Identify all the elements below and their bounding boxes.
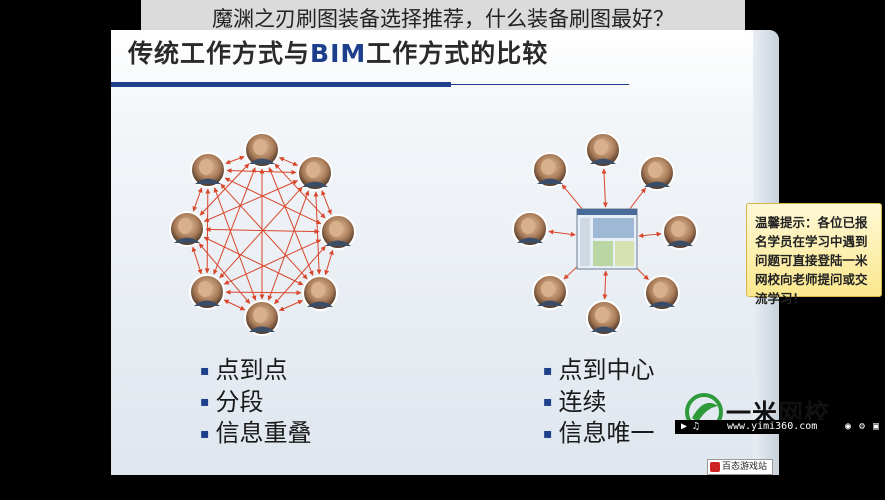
site-badge: 百态游戏站 <box>707 459 773 475</box>
hub-nodes <box>512 132 698 336</box>
page-caption: 魔渊之刃刷图装备选择推荐，什么装备刷图最好？ <box>141 0 745 38</box>
left-bullet-list: 点到点 分段 信息重叠 <box>200 355 312 450</box>
person-node <box>532 274 568 310</box>
hub-link-line <box>548 229 576 237</box>
badge-icon <box>710 462 720 472</box>
person-node <box>512 211 548 247</box>
settings-icon[interactable]: ⚙ <box>859 421 866 432</box>
right-bullet-3: 信息唯一 <box>543 418 655 450</box>
person-node <box>244 300 280 336</box>
person-node <box>189 274 225 310</box>
link-line <box>267 190 310 301</box>
link-line <box>321 190 332 215</box>
person-node <box>644 275 680 311</box>
link-line <box>223 299 246 311</box>
peer-nodes <box>169 132 356 336</box>
title-part-1: 传统工作方式与 <box>128 39 311 68</box>
volume-icon[interactable]: ♫ <box>693 421 700 432</box>
logo-url: www.yimi360.com <box>727 421 818 432</box>
person-node <box>244 132 280 168</box>
fullscreen-icon[interactable]: ▣ <box>873 421 880 432</box>
title-underline <box>111 82 451 87</box>
slide-title: 传统工作方式与BIM工作方式的比较 <box>128 34 548 70</box>
url-bar: ▶ ♫ www.yimi360.com ◉ ⚙ ▣ <box>675 420 885 434</box>
person-node <box>639 155 675 191</box>
person-node <box>532 152 568 188</box>
camera-icon[interactable]: ◉ <box>845 421 852 432</box>
title-part-2: 工作方式的比较 <box>366 39 549 68</box>
link-line <box>278 300 304 311</box>
person-node <box>302 275 338 311</box>
title-part-bim: BIM <box>310 39 367 68</box>
right-bullet-list: 点到中心 连续 信息唯一 <box>543 355 655 450</box>
person-node <box>662 214 698 250</box>
link-line <box>225 289 302 296</box>
badge-text: 百态游戏站 <box>722 462 768 472</box>
person-node <box>297 155 333 191</box>
left-bullet-2: 分段 <box>200 387 312 419</box>
link-line <box>226 168 297 175</box>
link-line <box>324 249 334 276</box>
link-line <box>192 187 203 212</box>
left-bullet-3: 信息重叠 <box>200 418 312 450</box>
link-line <box>278 157 299 166</box>
hub-link-line <box>602 270 609 300</box>
right-bullet-1: 点到中心 <box>543 355 655 387</box>
link-line <box>203 180 299 222</box>
link-line <box>313 191 322 275</box>
right-bullet-2: 连续 <box>543 387 655 419</box>
title-underline-thin <box>451 84 629 85</box>
play-icon[interactable]: ▶ <box>681 421 688 432</box>
person-node <box>320 214 356 250</box>
hub-link-line <box>638 231 662 239</box>
person-node <box>190 152 226 188</box>
hub-link-line <box>601 168 608 208</box>
person-node <box>169 211 205 247</box>
link-line <box>204 188 211 274</box>
link-line <box>213 187 257 301</box>
link-line <box>225 155 245 165</box>
left-bullet-1: 点到点 <box>200 355 312 387</box>
person-node <box>586 300 622 336</box>
link-line <box>191 246 203 275</box>
central-model-screen <box>576 208 638 270</box>
notice-box: 温馨提示：各位已报名学员在学习中遇到问题可直接登陆一米网校向老师提问或交流学习！ <box>746 203 882 306</box>
peer-to-peer-links <box>191 155 334 311</box>
person-node <box>585 132 621 168</box>
